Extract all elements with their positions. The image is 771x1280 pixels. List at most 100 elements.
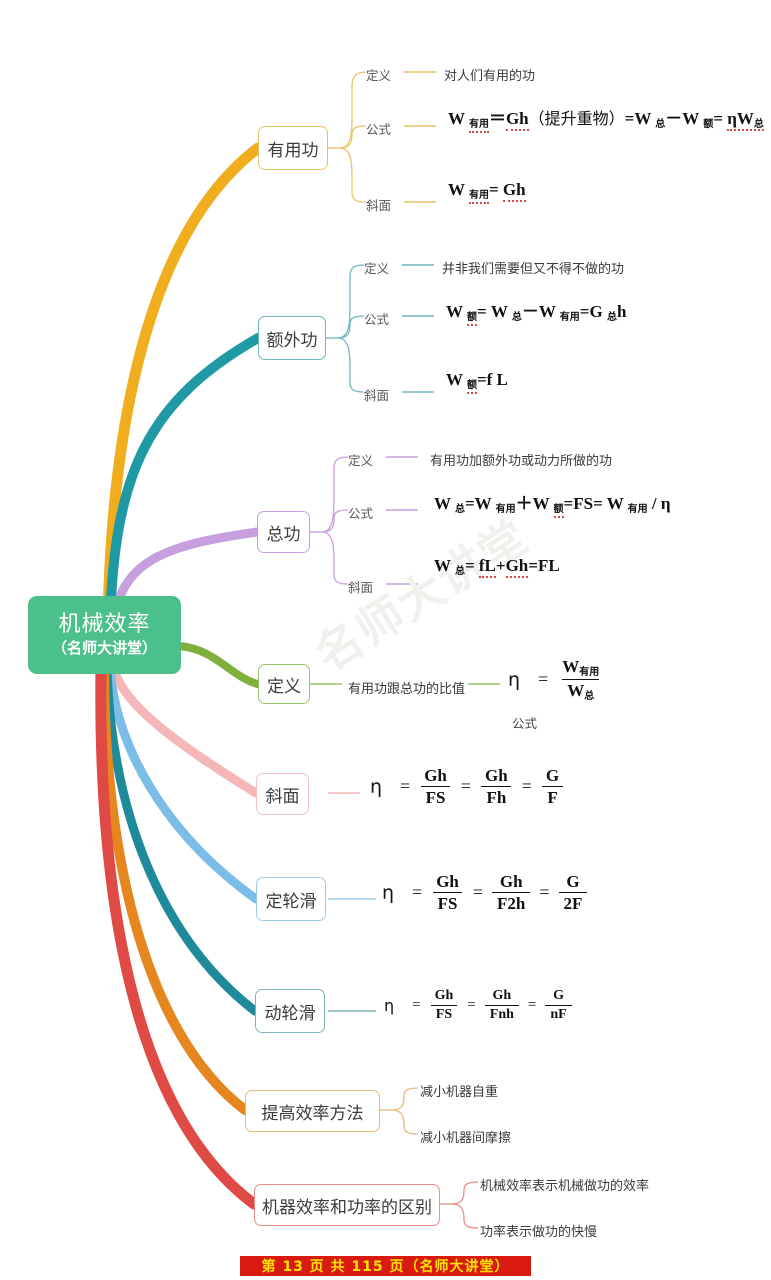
subconnector-efficiency-vs-power	[451, 1181, 479, 1205]
sublabel-useful-work-definition: 定义	[366, 69, 392, 83]
fraction-denominator: Fnh	[484, 1004, 519, 1023]
topic-fixed-pulley-label: 定轮滑	[265, 891, 317, 911]
fraction-numerator: Gh	[499, 872, 523, 891]
sublabel-useful-work-formula: 公式	[366, 123, 392, 137]
equation-definition: η = W有用 W总	[508, 657, 604, 702]
fraction-movable-3: G nF	[545, 988, 572, 1023]
formula-useful-work: W 有用＝Gh（提升重物）=W 总－W 额= ηW总	[448, 104, 764, 133]
fraction-denominator: 2F	[558, 892, 588, 913]
leaf-extra-work-definition: 并非我们需要但又不得不做的功	[442, 261, 625, 276]
formula-total-work-incline: W 总= fL+Gh=FL	[434, 556, 560, 578]
fraction-definition: W有用 W总	[557, 657, 604, 702]
topic-total-work-label: 总功	[266, 524, 301, 544]
fraction-numerator: G	[545, 766, 560, 785]
fraction-denominator: F	[542, 786, 563, 807]
topic-improve-efficiency-label: 提高效率方法	[261, 1103, 364, 1123]
fraction-denominator: nF	[545, 1004, 572, 1023]
sublabel-total-work-formula: 公式	[348, 507, 374, 521]
sublabel-total-work-incline: 斜面	[348, 581, 374, 595]
fraction-numerator: Gh	[434, 988, 454, 1003]
fraction-denominator: FS	[420, 786, 451, 807]
formula-extra-work: W 额= W 总－W 有用=G 总h	[446, 297, 626, 326]
topic-definition-label: 定义	[267, 676, 301, 696]
subconnector-efficiency-vs-power	[451, 1203, 479, 1229]
subconnector-extra-work	[337, 337, 365, 393]
topic-inclined-plane-label: 斜面	[265, 786, 300, 806]
leaf-useful-work-definition: 对人们有用的功	[444, 68, 536, 83]
fraction-movable-2: Gh Fnh	[484, 988, 519, 1023]
topic-efficiency-vs-power[interactable]: 机器效率和功率的区别	[254, 1184, 440, 1226]
subconnector-extra-work	[337, 315, 365, 339]
central-topic[interactable]: 机械效率 （名师大讲堂）	[28, 596, 181, 674]
subconnector-extra-work	[337, 264, 365, 339]
branch-ribbon-useful-work	[102, 142, 264, 626]
page-footer-banner: 第 13 页 共 115 页（名师大讲堂）	[240, 1256, 531, 1276]
fraction-inclined-3: G F	[541, 766, 564, 807]
branch-ribbon-inclined-plane	[108, 659, 261, 798]
leaf-definition-description: 有用功跟总功的比值	[348, 681, 466, 696]
fraction-numerator-sub: 有用	[579, 667, 600, 678]
fraction-fixed-3: G 2F	[558, 872, 588, 913]
fraction-denominator: W	[567, 681, 585, 701]
topic-movable-pulley-label: 动轮滑	[264, 1003, 316, 1023]
equation-inclined-plane: η = Gh FS = Gh Fh = G F	[370, 766, 564, 807]
equation-movable-pulley: η = Gh FS = Gh Fnh = G nF	[384, 988, 572, 1022]
subconnector-useful-work	[339, 125, 367, 149]
topic-efficiency-vs-power-label: 机器效率和功率的区别	[262, 1197, 432, 1217]
caption-definition-formula: 公式	[512, 717, 538, 731]
topic-fixed-pulley[interactable]: 定轮滑	[256, 877, 326, 921]
topic-improve-efficiency[interactable]: 提高效率方法	[245, 1090, 380, 1132]
fraction-numerator: W	[562, 657, 580, 676]
fraction-numerator: G	[566, 872, 580, 891]
sublabel-total-work-definition: 定义	[348, 454, 374, 468]
topic-definition[interactable]: 定义	[258, 664, 310, 704]
branch-ribbon-extra-work	[105, 333, 263, 630]
equation-fixed-pulley: η = Gh FS = Gh F2h = G 2F	[382, 872, 588, 913]
leaf-improve-efficiency-1: 减小机器自重	[420, 1084, 499, 1099]
branch-ribbon-efficiency-vs-power	[95, 660, 260, 1210]
fraction-denominator: Fh	[481, 786, 512, 807]
subconnector-total-work	[321, 531, 349, 585]
fraction-numerator: Gh	[492, 988, 512, 1003]
topic-useful-work-label: 有用功	[267, 140, 319, 160]
fraction-inclined-1: Gh FS	[419, 766, 452, 807]
topic-movable-pulley[interactable]: 动轮滑	[255, 989, 325, 1033]
fraction-denominator-sub: 总	[584, 691, 595, 703]
topic-inclined-plane[interactable]: 斜面	[256, 773, 309, 815]
subconnector-improve-efficiency	[391, 1109, 419, 1135]
formula-useful-work-incline: W 有用= Gh	[448, 180, 526, 204]
fraction-numerator: Gh	[436, 872, 459, 891]
leaf-efficiency-vs-power-2: 功率表示做功的快慢	[480, 1224, 598, 1239]
branch-ribbon-definition	[174, 642, 262, 688]
topic-useful-work[interactable]: 有用功	[258, 126, 328, 170]
fraction-denominator: FS	[430, 1004, 458, 1023]
central-topic-subtitle: （名师大讲堂）	[51, 640, 157, 657]
fraction-denominator: F2h	[492, 892, 531, 913]
fraction-denominator: FS	[432, 892, 463, 913]
fraction-numerator: Gh	[485, 766, 508, 785]
leaf-efficiency-vs-power-1: 机械效率表示机械做功的效率	[480, 1178, 650, 1193]
fraction-fixed-2: Gh F2h	[492, 872, 531, 913]
central-topic-title: 机械效率	[58, 611, 151, 636]
equation-definition-eta: η	[508, 668, 521, 691]
branch-ribbon-fixed-pulley	[105, 661, 261, 904]
fraction-fixed-1: Gh FS	[431, 872, 464, 913]
topic-total-work[interactable]: 总功	[257, 511, 310, 553]
formula-total-work: W 总=W 有用＋W 额=FS= W 有用 / η	[434, 489, 671, 518]
leaf-total-work-definition: 有用功加额外功或动力所做的功	[430, 453, 613, 468]
branch-ribbon-movable-pulley	[102, 661, 260, 1016]
watermark-text: 名师大讲堂	[305, 509, 538, 683]
sublabel-extra-work-incline: 斜面	[364, 389, 390, 403]
fraction-inclined-2: Gh Fh	[480, 766, 513, 807]
subconnector-total-work	[321, 509, 349, 533]
topic-extra-work[interactable]: 额外功	[258, 316, 326, 360]
formula-extra-work-incline: W 额=f L	[446, 370, 508, 394]
subconnector-total-work	[321, 456, 349, 533]
sublabel-useful-work-incline: 斜面	[366, 199, 392, 213]
subconnector-improve-efficiency	[391, 1087, 419, 1111]
equation-movable-pulley-eta: η	[384, 995, 395, 1015]
topic-extra-work-label: 额外功	[266, 330, 318, 350]
equation-inclined-plane-eta: η	[370, 775, 383, 798]
fraction-numerator: G	[553, 988, 564, 1003]
